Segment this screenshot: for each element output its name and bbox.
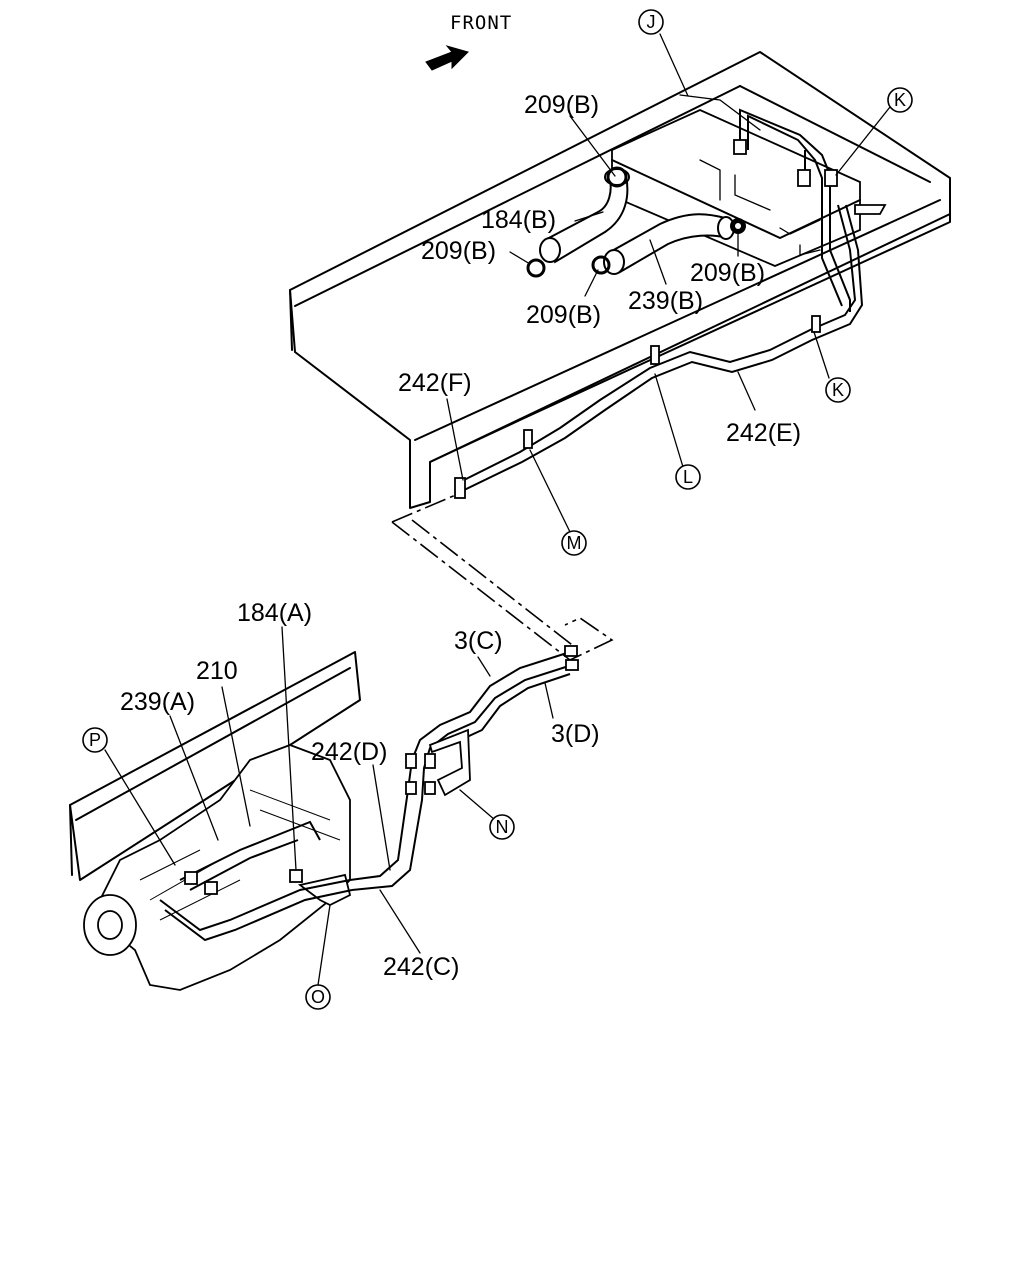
svg-text:N: N <box>496 817 509 837</box>
part-label-3c: 3(C) <box>454 627 503 655</box>
part-label-242f: 242(F) <box>398 369 472 397</box>
upper-pipes <box>679 94 887 312</box>
callout-m: M <box>561 530 587 556</box>
callouts: J K K L M N O P <box>82 9 913 1010</box>
callout-o: O <box>305 984 331 1010</box>
svg-text:L: L <box>683 467 693 487</box>
svg-text:J: J <box>647 12 656 32</box>
upper-hoses <box>526 166 746 278</box>
front-indicator: FRONT <box>425 12 512 71</box>
upper-frame-rail <box>289 51 951 509</box>
svg-text:M: M <box>567 533 582 553</box>
part-label-242c: 242(C) <box>383 953 459 981</box>
transmission <box>83 744 353 991</box>
callout-n: N <box>489 814 515 840</box>
part-label-209b-top: 209(B) <box>524 91 599 119</box>
callout-k-top: K <box>887 87 913 113</box>
part-label-209b-right: 209(B) <box>690 259 765 287</box>
part-label-239a: 239(A) <box>120 688 195 716</box>
part-labels: 209(B) 184(B) 209(B) 209(B) 209(B) 239(B… <box>120 91 801 981</box>
svg-text:O: O <box>311 987 325 1007</box>
callout-k-lower: K <box>825 377 851 403</box>
route-outline <box>391 493 614 661</box>
callout-l: L <box>675 464 701 490</box>
svg-text:P: P <box>89 730 101 750</box>
front-arrow-icon <box>425 45 469 71</box>
part-label-209b-bottom: 209(B) <box>526 301 601 329</box>
part-label-184b: 184(B) <box>481 206 556 234</box>
part-label-3d: 3(D) <box>551 720 600 748</box>
part-label-209b-left: 209(B) <box>421 237 496 265</box>
front-label: FRONT <box>450 12 512 34</box>
part-label-242d: 242(D) <box>311 738 387 766</box>
callout-j: J <box>638 9 664 35</box>
part-label-242e: 242(E) <box>726 419 801 447</box>
lower-frame-rail <box>69 651 361 881</box>
callout-p: P <box>82 727 108 753</box>
pipe-run-lower <box>349 645 579 891</box>
part-label-210: 210 <box>196 657 238 685</box>
svg-text:K: K <box>894 90 906 110</box>
part-label-184a: 184(A) <box>237 599 312 627</box>
svg-text:K: K <box>832 380 844 400</box>
part-label-239b: 239(B) <box>628 287 703 315</box>
pipe-run-upper <box>454 204 864 499</box>
leader-lines <box>104 33 891 986</box>
